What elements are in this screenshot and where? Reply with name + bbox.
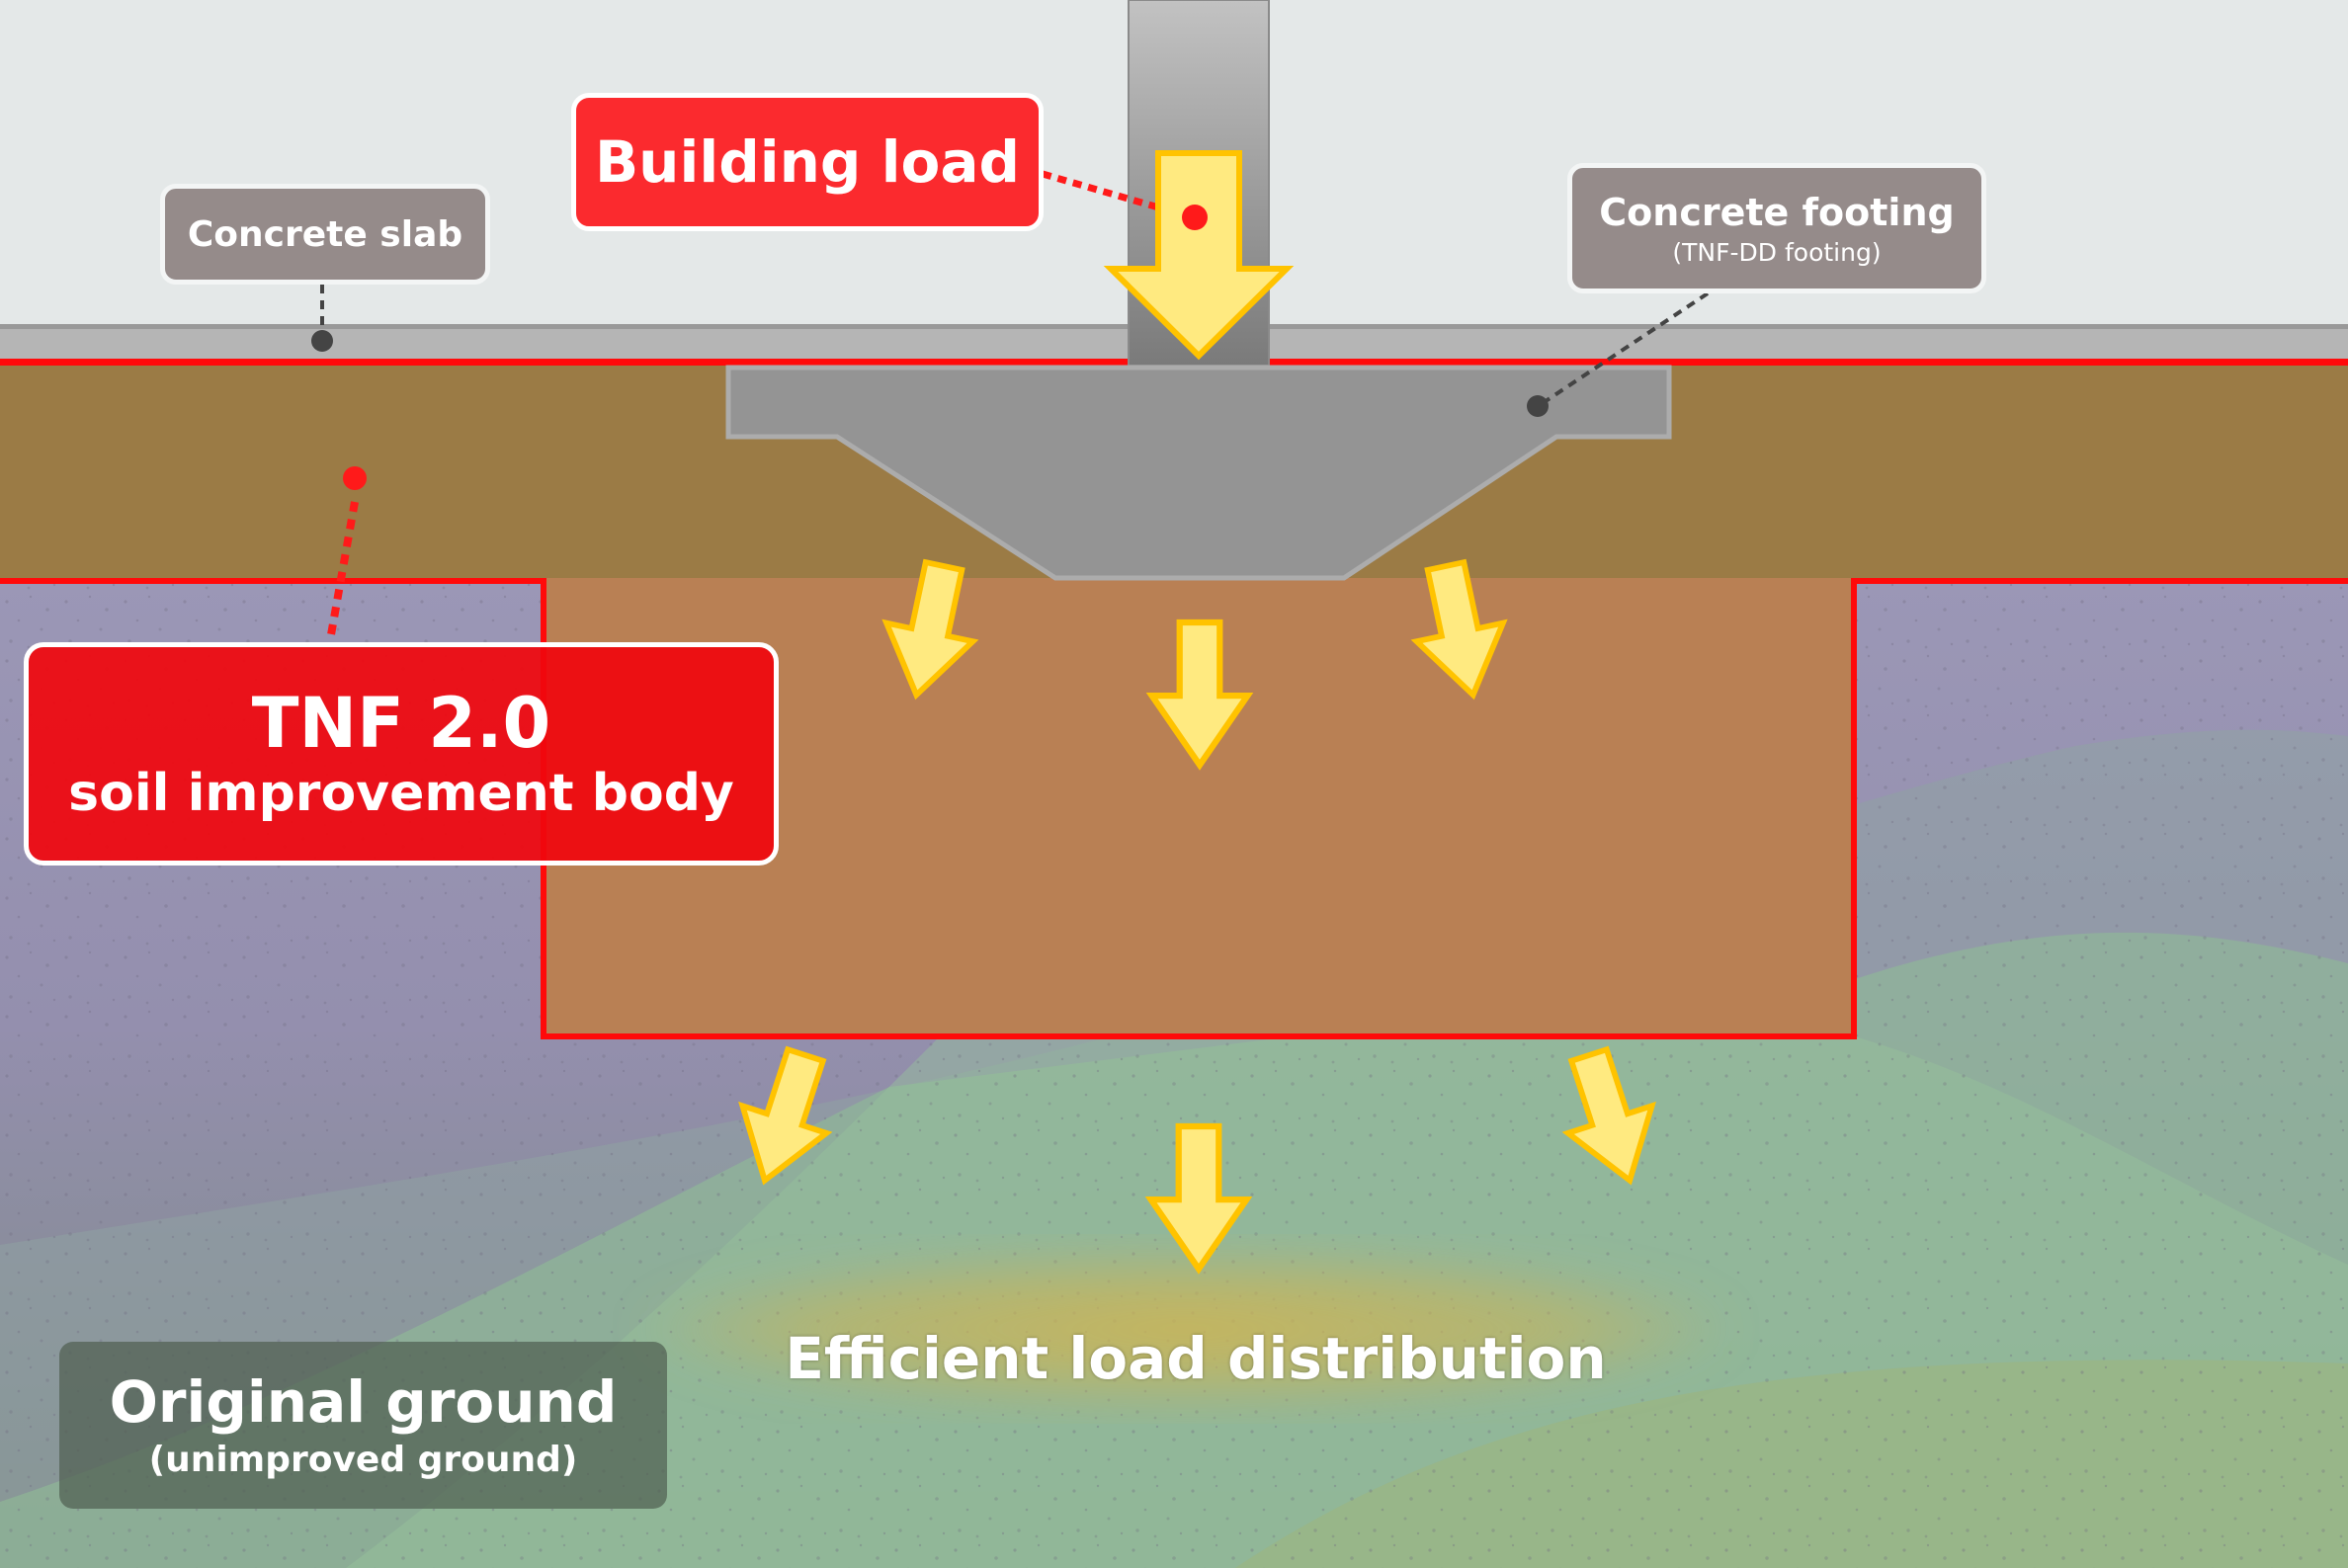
tnf-title: TNF 2.0 [251, 683, 551, 764]
original-ground-subtext: (unimproved ground) [148, 1439, 578, 1480]
efficient-distribution-label: Efficient load distribution [751, 1314, 1640, 1403]
concrete-footing-label: Concrete footing (TNF-DD footing) [1567, 163, 1986, 293]
down-right-arrow-icon [1561, 1045, 1656, 1186]
original-ground-text: Original ground [109, 1367, 618, 1436]
efficient-distribution-text: Efficient load distribution [785, 1325, 1607, 1392]
load-leader-dot [1182, 205, 1208, 230]
main-load-arrow [1103, 150, 1295, 361]
concrete-footing-text: Concrete footing [1599, 190, 1955, 234]
concrete-slab-text: Concrete slab [187, 213, 463, 255]
down-right-arrow-icon [1410, 558, 1508, 701]
slab-leader-dot [311, 330, 333, 352]
concrete-slab-label: Concrete slab [160, 184, 490, 285]
building-load-label: Building load [571, 93, 1044, 231]
tnf-leader-dot [343, 466, 367, 490]
load-distribution-glow [632, 1250, 1739, 1408]
down-left-arrow-icon [738, 1045, 833, 1186]
down-arrow-icon [1145, 619, 1254, 771]
improvement-boundary [0, 578, 2348, 1039]
footing-leader-line [1538, 291, 1710, 407]
tnf-label: TNF 2.0 soil improvement body [24, 642, 779, 866]
down-left-arrow-icon [881, 558, 979, 701]
down-arrow-icon [1144, 1122, 1253, 1275]
tnf-subtitle: soil improvement body [68, 764, 734, 823]
building-load-text: Building load [594, 128, 1021, 196]
tnf-leader-line [326, 501, 359, 641]
concrete-footing-subtext: (TNF-DD footing) [1672, 237, 1882, 267]
original-ground-label: Original ground (unimproved ground) [59, 1342, 667, 1509]
footing-leader-dot [1527, 395, 1549, 417]
concrete-footing [725, 365, 1672, 581]
